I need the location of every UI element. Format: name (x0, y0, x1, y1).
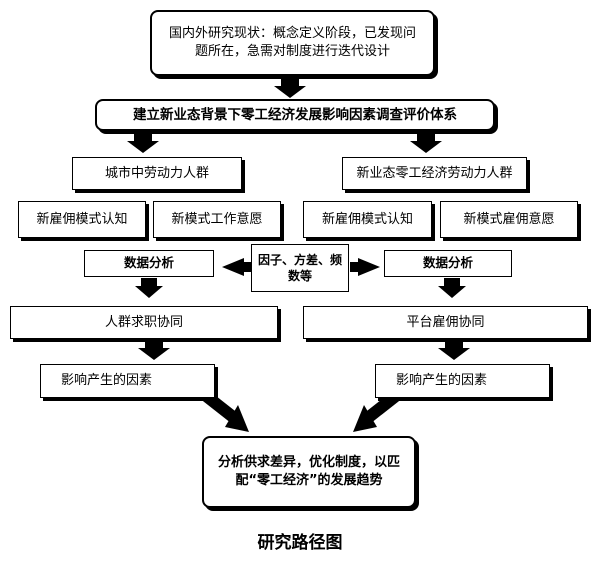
arrow-left-data-to-coordination (135, 278, 163, 298)
left-factors-box: 影响产生的因素 (40, 364, 215, 398)
right-willingness-box: 新模式雇佣意愿 (440, 201, 578, 238)
urban-workers-text: 城市中劳动力人群 (104, 165, 209, 181)
arrow-right-factors-to-conclusion-shaft (365, 390, 401, 422)
left-willingness-text: 新模式工作意愿 (171, 211, 263, 227)
left-coordination-text: 人群求职协同 (104, 314, 183, 330)
conclusion-box: 分析供求差异，优化制度，以匹配“零工经济”的发展趋势 (202, 436, 416, 508)
methods-box: 因子、方差、频数等 (251, 244, 349, 292)
right-factors-text: 影响产生的因素 (396, 373, 488, 389)
arrow-left-factors-to-conclusion-head (225, 405, 249, 432)
arrow-methods-to-right-data (350, 258, 380, 276)
arrow-left-factors-to-conclusion-shaft (201, 390, 237, 422)
research-status-text: 国内外研究现状：概念定义阶段，已发现问题所在，急需对制度进行迭代设计 (168, 26, 416, 59)
arrow-right-coordination-to-factors (438, 340, 470, 360)
right-factors-box: 影响产生的因素 (375, 364, 550, 398)
arrow-status-to-system (274, 78, 306, 98)
left-data-analysis-text: 数据分析 (123, 255, 174, 271)
right-data-analysis-box: 数据分析 (384, 250, 512, 277)
conclusion-text: 分析供求差异，优化制度，以匹配“零工经济”的发展趋势 (218, 455, 401, 488)
right-data-analysis-text: 数据分析 (422, 255, 473, 271)
left-coordination-box: 人群求职协同 (10, 306, 278, 339)
build-system-text: 建立新业态背景下零工经济发展影响因素调查评价体系 (133, 106, 457, 123)
gig-workers-text: 新业态零工经济劳动力人群 (356, 165, 513, 181)
arrow-left-coordination-to-factors (138, 340, 170, 360)
arrow-right-factors-to-conclusion-head (353, 405, 377, 432)
right-coordination-text: 平台雇佣协同 (406, 314, 485, 330)
left-factors-text: 影响产生的因素 (61, 373, 153, 389)
gig-workers-box: 新业态零工经济劳动力人群 (342, 157, 527, 190)
right-willingness-text: 新模式雇佣意愿 (463, 211, 555, 227)
build-system-box: 建立新业态背景下零工经济发展影响因素调查评价体系 (95, 99, 495, 131)
research-status-box: 国内外研究现状：概念定义阶段，已发现问题所在，急需对制度进行迭代设计 (150, 10, 435, 76)
left-cognition-box: 新雇佣模式认知 (18, 201, 146, 238)
arrow-system-to-gig (410, 133, 442, 153)
left-cognition-text: 新雇佣模式认知 (36, 211, 128, 227)
arrow-system-to-urban (127, 133, 159, 153)
arrow-right-data-to-coordination (438, 278, 466, 298)
left-data-analysis-box: 数据分析 (84, 250, 214, 277)
right-cognition-box: 新雇佣模式认知 (303, 201, 432, 238)
urban-workers-box: 城市中劳动力人群 (72, 157, 242, 190)
arrow-methods-to-left-data (222, 258, 252, 276)
figure-caption: 研究路径图 (257, 533, 343, 553)
methods-text: 因子、方差、频数等 (258, 252, 343, 283)
left-willingness-box: 新模式工作意愿 (153, 201, 281, 238)
right-cognition-text: 新雇佣模式认知 (321, 211, 413, 227)
right-coordination-box: 平台雇佣协同 (303, 306, 588, 339)
